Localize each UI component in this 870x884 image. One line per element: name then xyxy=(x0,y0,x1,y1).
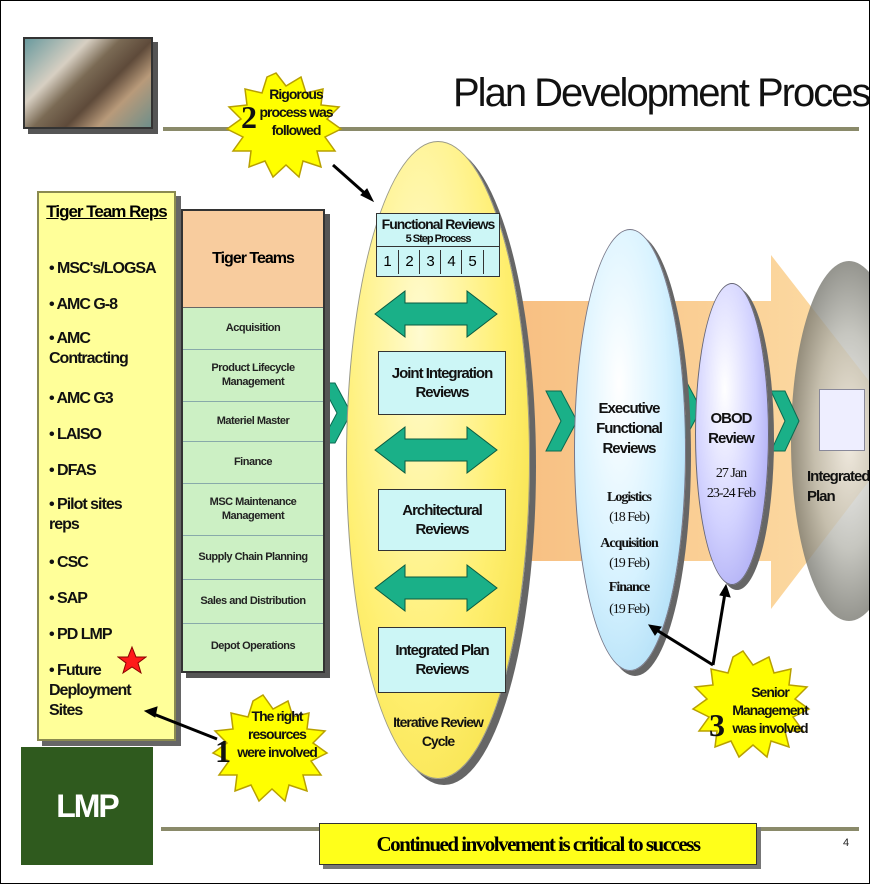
team-item: Product Lifecycle Management xyxy=(183,349,323,402)
executive-title: Executive Functional Reviews xyxy=(596,400,663,457)
executive-reviews-ellipse xyxy=(574,229,686,671)
step-cell: 2 xyxy=(398,250,420,274)
callout-3-number: 3 xyxy=(709,707,725,743)
tiger-teams-table: Tiger Teams Acquisition Product Lifecycl… xyxy=(181,209,325,673)
lmp-logo: LMP xyxy=(21,747,153,865)
tiger-teams-header: Tiger Teams xyxy=(183,211,323,308)
exec-acquisition-date: (19 Feb) xyxy=(609,556,650,571)
team-item: Supply Chain Planning xyxy=(183,535,323,580)
callout-1-number: 1 xyxy=(215,733,231,769)
obod-review-ellipse xyxy=(695,283,769,585)
iterative-review-label: Iterative Review Cycle xyxy=(393,714,484,749)
pointer-2 xyxy=(332,163,370,199)
joint-integration-reviews: Joint Integration Reviews xyxy=(378,351,506,415)
exec-finance-date: (19 Feb) xyxy=(609,602,650,617)
team-item: Sales and Distribution xyxy=(183,579,323,624)
burst-2 xyxy=(225,72,343,179)
callout-2-number: 2 xyxy=(241,99,257,135)
team-item: Acquisition xyxy=(183,307,323,350)
rep-item: • PD LMP xyxy=(49,626,113,643)
rep-item: • Pilot sites reps xyxy=(49,496,123,533)
callout-1-text: The right resources were involved xyxy=(237,708,318,760)
header-photo xyxy=(23,37,153,129)
chevron-arrow-cycle xyxy=(545,390,578,452)
pointer-3b xyxy=(711,592,727,666)
double-arrow-icon xyxy=(374,563,498,613)
star-icon xyxy=(117,645,147,675)
exec-logistics-date: (18 Feb) xyxy=(609,510,650,525)
rep-item: • Future Deployment Sites xyxy=(49,662,132,719)
page-number: 4 xyxy=(843,837,850,849)
rep-item: • DFAS xyxy=(49,462,97,479)
architectural-reviews: Architectural Reviews xyxy=(378,489,506,551)
success-banner: Continued involvement is critical to suc… xyxy=(319,823,757,865)
team-item: Finance xyxy=(183,441,323,484)
team-item: Depot Operations xyxy=(210,640,296,652)
pointer-3a xyxy=(654,627,714,667)
double-arrow-icon xyxy=(374,289,498,339)
obod-date-2: 23-24 Feb xyxy=(706,486,756,501)
callout-2-text: Rigorous process was followed xyxy=(259,86,333,138)
obod-date-1: 27 Jan xyxy=(715,466,747,481)
rep-item: • AMC Contracting xyxy=(49,330,129,367)
rep-item: • LAISO xyxy=(49,426,102,443)
rep-item: • CSC xyxy=(49,554,89,571)
title-rule xyxy=(163,127,859,131)
exec-acquisition: Acquisition xyxy=(600,536,658,551)
exec-logistics: Logistics xyxy=(607,490,652,505)
chevron-arrow-obod xyxy=(770,390,800,452)
rep-item: • SAP xyxy=(49,590,88,607)
integrated-plan-label: Integrated Plan xyxy=(807,468,870,505)
step-cell: 5 xyxy=(461,250,484,274)
step-cell: 3 xyxy=(419,250,441,274)
double-arrow-icon xyxy=(374,425,498,475)
tiger-team-reps-box: Tiger Team Reps • MSC's/LOGSA • AMC G-8 … xyxy=(37,191,176,741)
pointer-1 xyxy=(150,711,218,741)
obod-title: OBOD Review xyxy=(708,410,755,447)
functional-reviews-subtitle: 5 Step Process xyxy=(377,232,499,247)
step-cell: 1 xyxy=(383,253,392,270)
callout-3-text: Senior Management was involved xyxy=(732,684,809,736)
page-title: Plan Development Process xyxy=(453,71,870,115)
functional-reviews-title: Functional Reviews xyxy=(381,216,496,232)
team-item: MSC Maintenance Management xyxy=(183,483,323,536)
burst-1 xyxy=(211,694,329,803)
exec-finance: Finance xyxy=(608,580,650,595)
burst-3 xyxy=(691,650,811,759)
rep-item: • MSC's/LOGSA xyxy=(49,260,157,277)
functional-reviews-box: Functional Reviews 5 Step Process 1 2 3 … xyxy=(376,213,500,277)
integrated-plan-reviews: Integrated Plan Reviews xyxy=(378,627,506,693)
rep-item: • AMC G-8 xyxy=(49,296,118,313)
chevron-arrow-teams xyxy=(320,382,352,444)
team-item: Materiel Master xyxy=(183,401,323,442)
step-cell: 4 xyxy=(440,250,462,274)
plan-document-icon xyxy=(819,389,865,451)
rep-item: • AMC G3 xyxy=(49,390,114,407)
reps-title: Tiger Team Reps xyxy=(46,202,167,221)
